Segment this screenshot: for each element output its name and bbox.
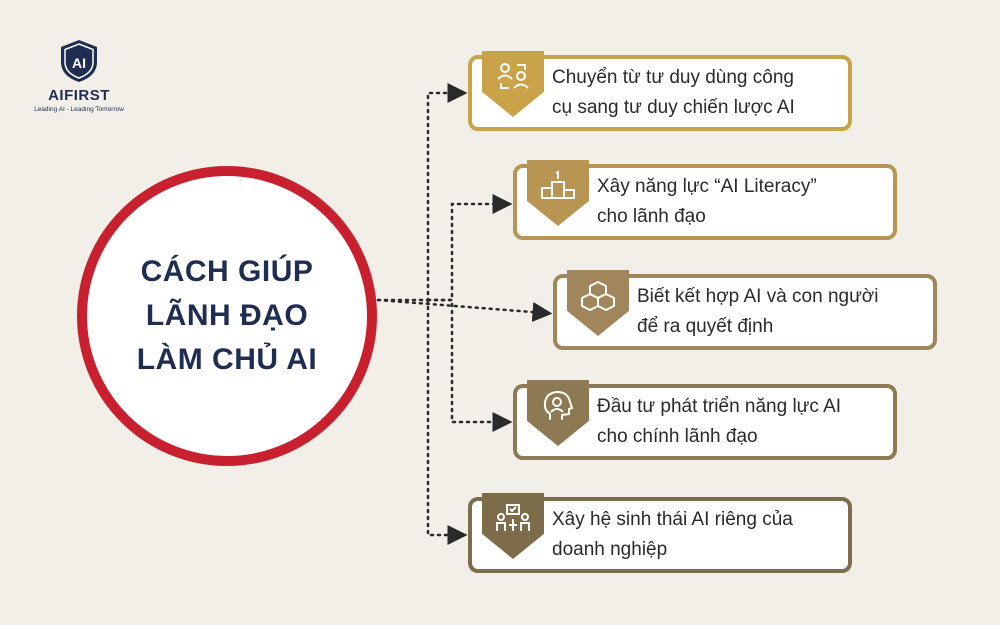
center-circle: CÁCH GIÚP LÃNH ĐẠO LÀM CHỦ AI [77, 166, 377, 466]
connector-2 [426, 194, 513, 302]
item-text-5: Xây hệ sinh thái AI riêng của doanh nghi… [552, 509, 793, 560]
item-badge-4 [527, 380, 589, 446]
cubes-icon [581, 281, 615, 311]
item-card-5: Xây hệ sinh thái AI riêng của doanh nghi… [468, 493, 852, 573]
team-ecosystem-icon [496, 504, 530, 531]
connector-5 [426, 298, 468, 545]
shield-logo-icon: AI [61, 40, 97, 82]
item-text-1: Chuyển từ tư duy dùng công cụ sang tư du… [552, 67, 795, 118]
item-card-2: Xây năng lực “AI Literacy” cho lãnh đạo [513, 160, 897, 240]
head-growth-icon [543, 390, 574, 420]
item-text-3: Biết kết hợp AI và con người để ra quyết… [637, 286, 879, 337]
item-badge-2 [527, 160, 589, 226]
logo-tagline: Leading AI - Leading Tomorrow [34, 106, 124, 113]
item-text-2: Xây năng lực “AI Literacy” cho lãnh đạo [597, 176, 817, 227]
item-card-1: Chuyển từ tư duy dùng công cụ sang tư du… [468, 51, 852, 131]
connector-1 [376, 83, 468, 302]
item-badge-1 [482, 51, 544, 117]
logo-name: AIFIRST [48, 87, 110, 104]
connector-4 [426, 298, 513, 432]
center-title: CÁCH GIÚP LÃNH ĐẠO LÀM CHỦ AI [136, 255, 318, 376]
logo-mark: AI [72, 55, 86, 71]
item-badge-5 [482, 493, 544, 559]
people-exchange-icon [497, 63, 529, 89]
item-badge-3 [567, 270, 629, 336]
item-card-4: Đầu tư phát triển năng lực AI cho chính … [513, 380, 897, 460]
podium-icon [541, 170, 575, 199]
item-text-4: Đầu tư phát triển năng lực AI cho chính … [597, 396, 842, 447]
connector-3 [376, 298, 553, 322]
logo: AI AIFIRST Leading AI - Leading Tomorrow [24, 38, 134, 113]
item-card-3: Biết kết hợp AI và con người để ra quyết… [553, 270, 937, 350]
